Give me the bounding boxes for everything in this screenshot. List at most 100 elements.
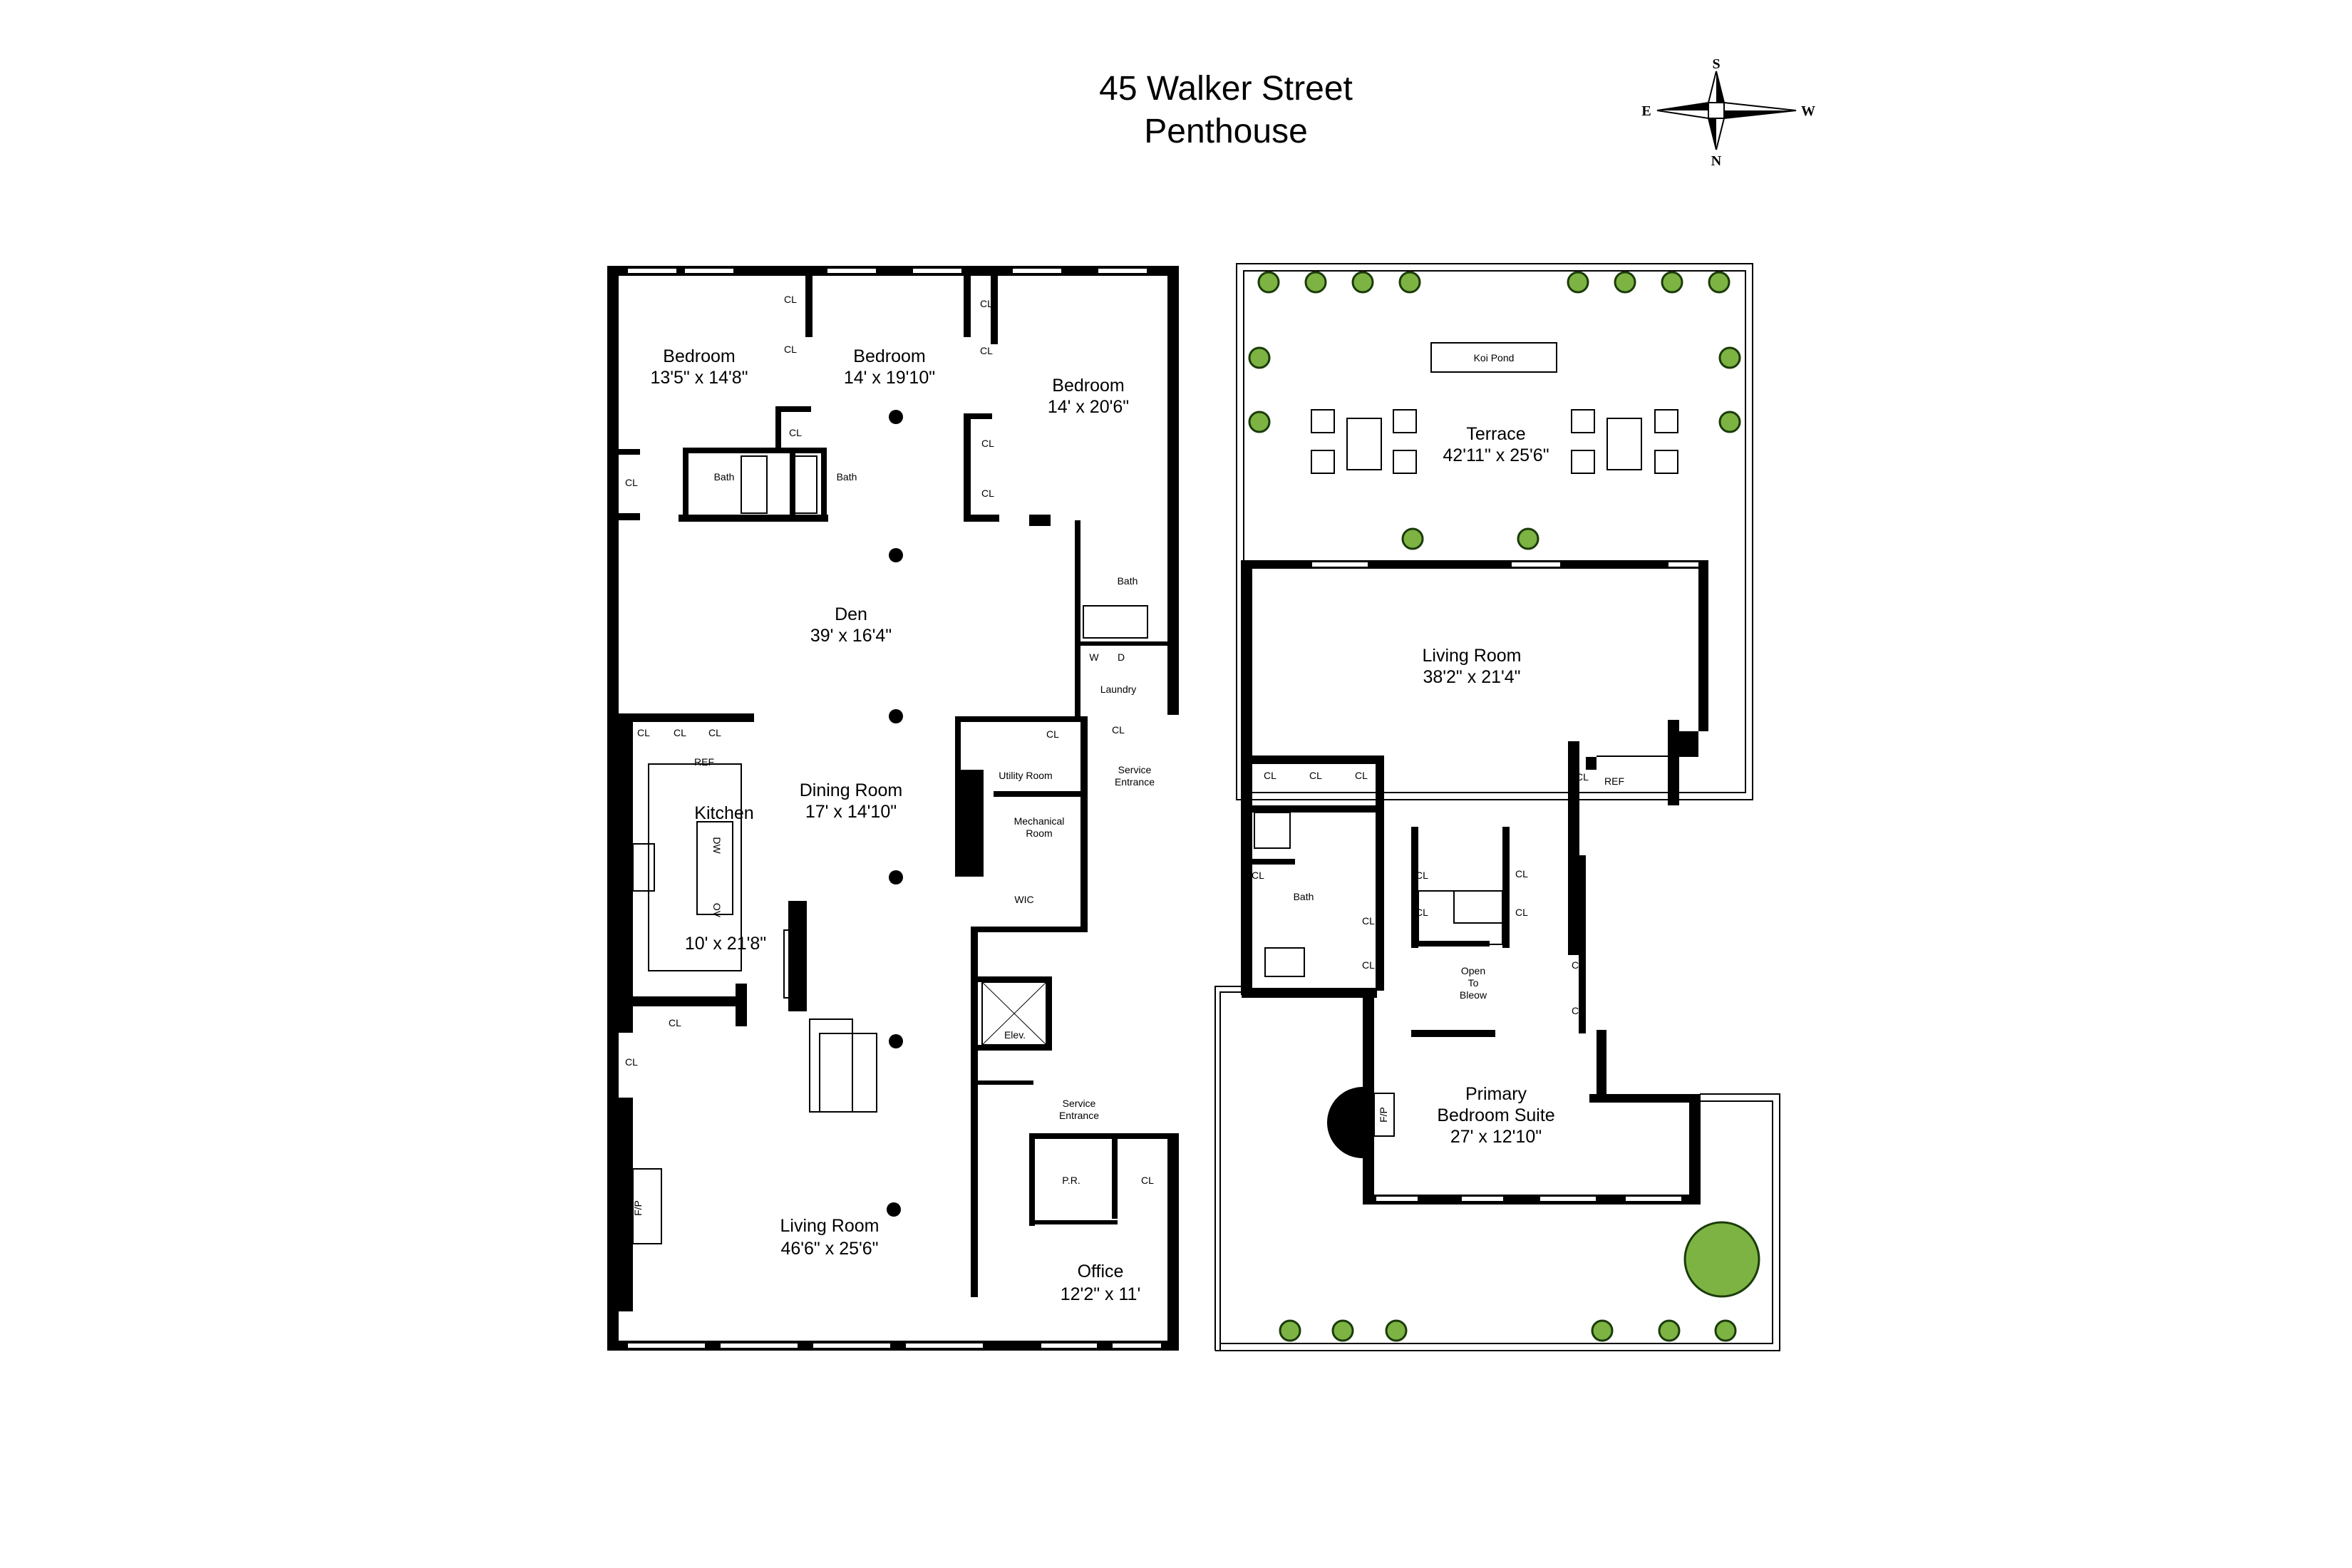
bath-label: Bath xyxy=(714,471,735,483)
fixture-labels: CL CL CL CL CL CL Bath Bath CL CL Bath W… xyxy=(625,294,1624,1216)
bedroom1-name: Bedroom xyxy=(663,346,735,366)
closet-label: CL xyxy=(784,294,797,305)
service-entrance-label: Service xyxy=(1063,1098,1096,1109)
powder-room-label: P.R. xyxy=(1062,1175,1080,1186)
office-name: Office xyxy=(1078,1262,1124,1281)
closet-label: CL xyxy=(784,344,797,355)
den-name: Den xyxy=(835,604,867,624)
office-dims: 12'2" x 11' xyxy=(1061,1284,1140,1304)
closet-label: CL xyxy=(981,488,994,499)
koi-pond xyxy=(1430,342,1557,373)
closet-label: CL xyxy=(981,438,994,449)
closet-label: CL xyxy=(625,477,638,488)
closet-label: CL xyxy=(1355,770,1368,781)
closet-label: CL xyxy=(1572,959,1584,971)
service-entrance-label: Entrance xyxy=(1115,776,1155,788)
closet-label: CL xyxy=(669,1017,681,1028)
ref-label: REF xyxy=(1604,775,1624,787)
elevator-label: Elev. xyxy=(1004,1029,1026,1041)
closet-label: CL xyxy=(980,345,993,356)
closet-label: CL xyxy=(1362,959,1375,971)
bedroom1-dims: 13'5" x 14'8" xyxy=(650,368,748,388)
closet-label: CL xyxy=(789,427,802,438)
closet-label: CL xyxy=(1515,907,1528,918)
open-to-below-label: Bleow xyxy=(1460,989,1487,1001)
washer-label: W xyxy=(1089,651,1099,663)
closet-label: CL xyxy=(1572,923,1584,934)
bedroom3-name: Bedroom xyxy=(1052,376,1124,396)
dishwasher-label: DW xyxy=(711,837,723,854)
closet-label: CL xyxy=(637,727,650,738)
mechanical-room-label: Mechanical xyxy=(1014,815,1065,827)
closet-label: CL xyxy=(674,727,686,738)
terrace-outline xyxy=(1214,263,1780,1351)
living-upper-name: Living Room xyxy=(1423,646,1522,666)
compass-north: N xyxy=(1711,153,1722,169)
bedroom2-name: Bedroom xyxy=(853,346,925,366)
wic-label: WIC xyxy=(1014,894,1033,905)
open-to-below-label: Open xyxy=(1461,965,1485,976)
dryer-label: D xyxy=(1118,651,1125,663)
bath-label: Bath xyxy=(1294,891,1314,902)
closet-label: CL xyxy=(1112,724,1125,736)
closet-label: CL xyxy=(980,298,993,309)
living-lower-name: Living Room xyxy=(780,1216,880,1236)
closet-label: CL xyxy=(1572,900,1584,912)
tree-icon xyxy=(1683,1221,1760,1298)
kitchen-dims: 10' x 21'8" xyxy=(685,934,766,954)
closet-label: CL xyxy=(1309,770,1322,781)
lower-floor-walls xyxy=(607,266,1179,1351)
closet-label: CL xyxy=(1264,770,1276,781)
closet-label: CL xyxy=(1362,915,1375,927)
closet-label: CL xyxy=(1572,875,1584,886)
laundry-label: Laundry xyxy=(1100,684,1137,695)
primary-name-2: Bedroom Suite xyxy=(1437,1105,1554,1125)
closet-label: CL xyxy=(1046,728,1059,740)
service-entrance-label: Entrance xyxy=(1059,1110,1099,1121)
bedroom2-dims: 14' x 19'10" xyxy=(844,368,935,388)
columns xyxy=(887,410,903,1217)
oven-label: OV xyxy=(711,903,723,918)
bath-label: Bath xyxy=(837,471,857,483)
den-dims: 39' x 16'4" xyxy=(810,626,892,646)
bedroom3-dims: 14' x 20'6" xyxy=(1048,397,1129,417)
closet-label: CL xyxy=(1515,868,1528,880)
closet-label: CL xyxy=(1141,1175,1154,1186)
compass-rose-icon: S E W N xyxy=(1641,56,1815,169)
closet-label: CL xyxy=(1572,1005,1584,1016)
compass-east: E xyxy=(1641,103,1651,119)
planter-icons xyxy=(1248,271,1760,1342)
mechanical-room-label: Room xyxy=(1026,827,1052,839)
living-lower-dims: 46'6" x 25'6" xyxy=(780,1239,878,1259)
closet-label: CL xyxy=(1415,907,1428,918)
ref-label: REF xyxy=(694,756,714,768)
terrace-furniture xyxy=(1311,409,1678,474)
wine-label: Wine xyxy=(793,975,805,998)
title-unit: Penthouse xyxy=(1144,113,1308,150)
primary-dims: 27' x 12'10" xyxy=(1450,1127,1542,1147)
closet-label: CL xyxy=(708,727,721,738)
closet-label: CL xyxy=(1252,870,1264,881)
fireplace-label: F/P xyxy=(1378,1107,1389,1123)
title-address: 45 Walker Street xyxy=(1099,70,1353,108)
compass-south: S xyxy=(1712,56,1720,72)
closet-label: CL xyxy=(1576,771,1589,783)
service-entrance-label: Service xyxy=(1118,764,1152,775)
dining-name: Dining Room xyxy=(800,780,903,800)
fireplace-label: F/P xyxy=(632,1200,644,1216)
living-upper-dims: 38'2" x 21'4" xyxy=(1423,667,1520,687)
kitchen-name: Kitchen xyxy=(694,803,753,823)
utility-room-label: Utility Room xyxy=(999,770,1052,781)
terrace-dims: 42'11" x 25'6" xyxy=(1443,445,1549,465)
open-to-below-label: To xyxy=(1468,977,1479,989)
bath-label: Bath xyxy=(1118,575,1138,587)
room-labels: Bedroom 13'5" x 14'8" Bedroom 14' x 19'1… xyxy=(650,346,1554,1304)
terrace-name: Terrace xyxy=(1466,424,1525,444)
primary-name-1: Primary xyxy=(1465,1084,1527,1104)
dining-dims: 17' x 14'10" xyxy=(805,802,897,822)
koi-pond-label: Koi Pond xyxy=(1474,352,1515,363)
closet-label: CL xyxy=(1415,870,1428,881)
upper-floor-walls xyxy=(1241,560,1708,1205)
compass-west: W xyxy=(1801,103,1815,119)
